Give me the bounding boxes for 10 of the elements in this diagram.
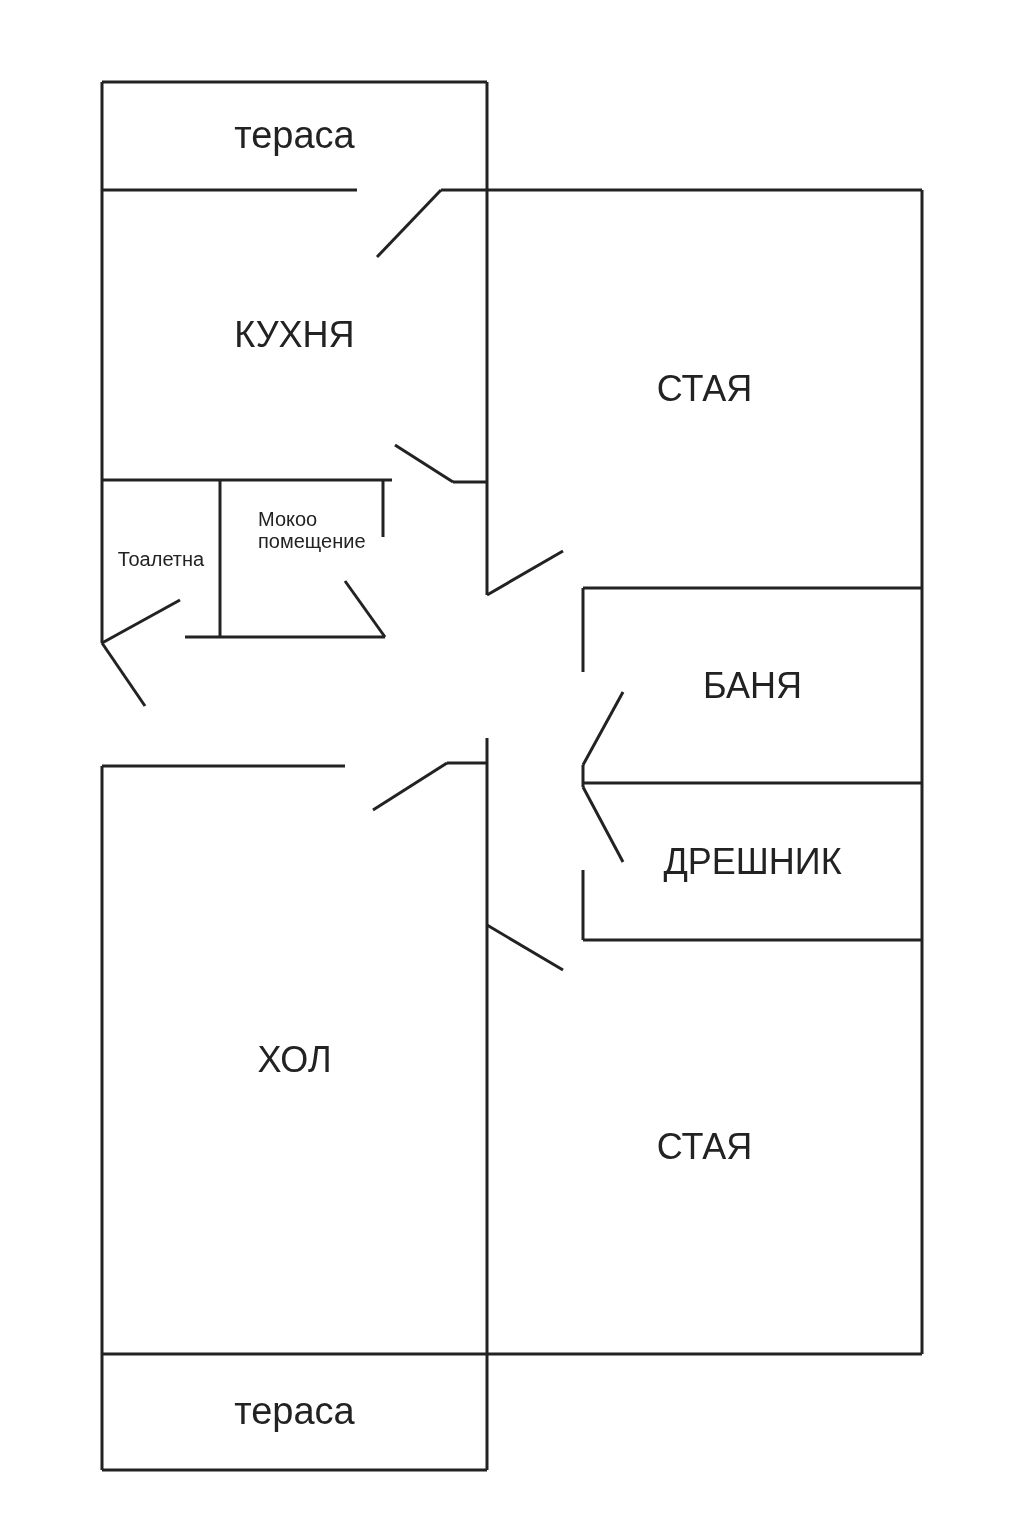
room-label: ДРЕШНИК	[663, 841, 842, 882]
room-label: тераса	[234, 115, 355, 157]
room-label: СТАЯ	[656, 1127, 753, 1167]
room-label: тераса	[234, 1391, 355, 1433]
room-label: КУХНЯ	[234, 315, 355, 355]
room-label: ХОЛ	[257, 1040, 332, 1080]
room-label: СТАЯ	[656, 369, 753, 409]
room-label: БАНЯ	[703, 665, 802, 706]
room-label: Мокоо помещение	[258, 508, 367, 552]
room-label: Тоалетна	[117, 547, 205, 570]
